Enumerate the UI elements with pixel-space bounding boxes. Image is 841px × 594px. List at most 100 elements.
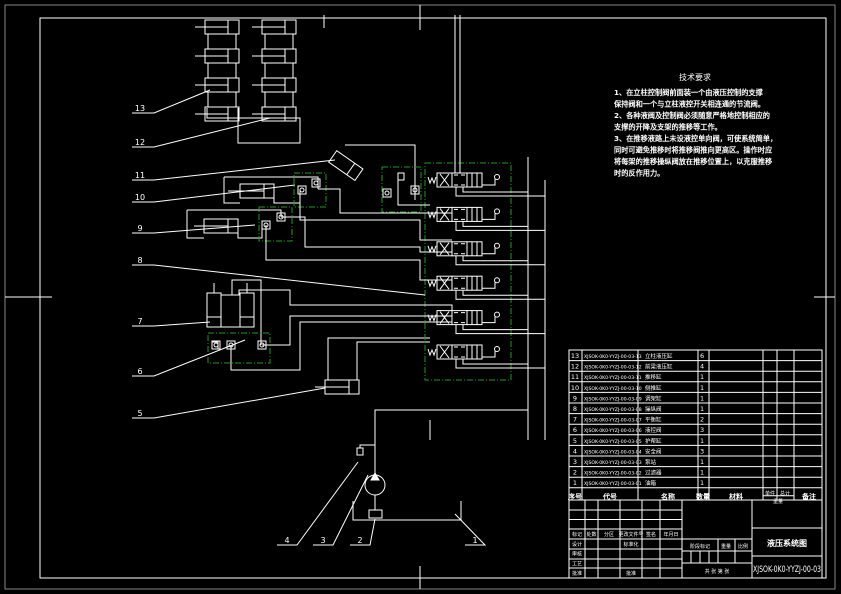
filter-icon <box>368 509 383 519</box>
callout-number: 7 <box>137 317 142 326</box>
port-marks <box>454 174 465 186</box>
callout-9: 9 <box>132 224 256 234</box>
row-name: 操纵阀 <box>645 405 662 413</box>
check-valve-ball <box>299 187 305 193</box>
flow-lines <box>471 310 478 325</box>
lever <box>482 213 496 220</box>
handle-icon <box>494 208 500 215</box>
callout-11: 11 <box>132 159 336 181</box>
handle-icon <box>494 311 500 318</box>
relief-valve <box>211 341 219 350</box>
spring-icon <box>427 176 437 185</box>
spring-icon <box>427 245 437 254</box>
return-pipe <box>455 359 545 369</box>
scale-label: 比例 <box>738 543 748 550</box>
valve-group-box <box>207 332 271 364</box>
tech-line: 时的反作用力。 <box>614 169 664 178</box>
directional-valve <box>427 206 545 231</box>
cross-arrows <box>439 345 450 359</box>
callout-12: 12 <box>132 117 271 148</box>
check-valve-body <box>382 188 392 198</box>
row-qty: 1 <box>700 394 704 402</box>
header-remark: 备注 <box>801 492 816 501</box>
directional-valve <box>427 172 545 197</box>
check-valve-body <box>410 185 420 195</box>
valve-group-box <box>258 206 293 242</box>
callout-13: 13 <box>132 89 211 114</box>
drawing-title: 液压系统图 <box>767 538 807 548</box>
col-label: 分区 <box>604 531 614 538</box>
schematic <box>186 15 546 521</box>
row-qty: 1 <box>700 458 704 466</box>
check-valve <box>410 185 420 195</box>
pipe <box>356 341 430 380</box>
row-code: XJSOK-0K0-YYZJ-00-03-01 <box>584 481 642 487</box>
row-number: 9 <box>573 394 577 402</box>
row-number: 3 <box>573 458 577 466</box>
callout-10: 10 <box>132 184 296 203</box>
pipe <box>231 279 262 345</box>
header-unit: 单件 <box>765 490 775 497</box>
row-label: 设计 <box>572 541 582 548</box>
return-pipe <box>455 255 545 266</box>
piston <box>346 162 356 176</box>
pipe <box>262 315 452 346</box>
flow-lines <box>471 276 478 291</box>
flow-lines <box>471 241 478 256</box>
cylinder-12 <box>252 48 297 79</box>
row-qty: 2 <box>700 416 704 424</box>
callout-number: 5 <box>137 409 142 418</box>
flow-lines <box>471 173 478 187</box>
leader-line <box>132 184 296 203</box>
inner-frame <box>39 17 827 579</box>
return-pipe <box>455 187 545 197</box>
valve-group-box <box>293 172 327 208</box>
callout-5: 5 <box>132 387 326 419</box>
directional-valve <box>427 344 545 369</box>
pressure-line <box>374 409 528 475</box>
cross-arrows <box>439 208 450 221</box>
check-valve-ball <box>412 187 418 193</box>
pipe <box>206 108 239 119</box>
lever <box>482 316 496 324</box>
callout-3: 3 <box>313 474 369 546</box>
cross-arrows <box>439 173 450 187</box>
lever <box>482 282 496 289</box>
row-number: 8 <box>573 405 577 413</box>
pipe <box>237 117 301 144</box>
row-name: 前梁液压缸 <box>645 363 673 371</box>
cylinder-link <box>264 91 294 108</box>
header-name: 名称 <box>661 492 675 501</box>
valve-section-parallel <box>466 206 483 222</box>
callout-4: 4 <box>277 461 359 546</box>
row-code: XJSOK-0K0-YYZJ-00-03-12 <box>584 365 642 371</box>
row-qty: 1 <box>700 479 704 487</box>
valve-section-parallel <box>466 172 483 188</box>
cross-arrows <box>439 242 450 256</box>
directional-valve <box>427 275 545 300</box>
row-qty: 6 <box>700 352 704 360</box>
handle-icon <box>494 174 500 180</box>
port-marks <box>454 346 465 358</box>
callout-number: 8 <box>137 256 142 265</box>
leader-line <box>132 224 256 234</box>
cylinder-12 <box>252 77 297 108</box>
callout-number: 4 <box>284 536 289 545</box>
cylinder-11 <box>328 149 364 182</box>
pipe <box>299 203 452 241</box>
row-qty: 3 <box>700 426 704 434</box>
pipe <box>237 225 263 239</box>
leader-line <box>132 321 211 327</box>
cylinder-13 <box>195 19 240 50</box>
spring-icon <box>427 348 437 357</box>
cross-arrows <box>439 276 450 290</box>
pipe <box>327 337 430 380</box>
pipe <box>187 209 282 217</box>
handle-icon <box>494 346 500 352</box>
